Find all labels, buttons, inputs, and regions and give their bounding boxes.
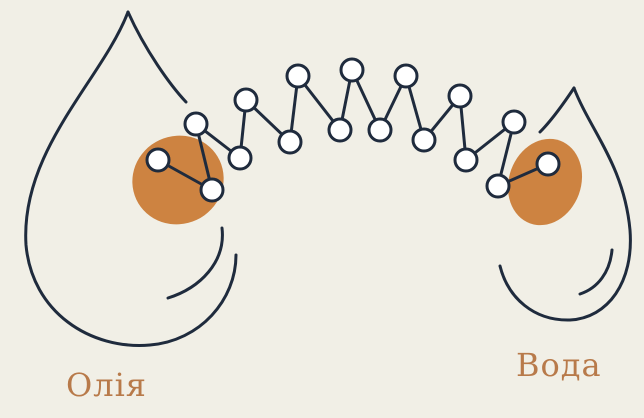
chain-node <box>201 179 223 201</box>
chain-node <box>147 149 169 171</box>
oil-label: Олія <box>66 366 147 404</box>
chain-node <box>537 153 559 175</box>
molecule-chain <box>147 59 559 201</box>
left-binding-blob <box>118 121 239 240</box>
chain-node <box>329 119 351 141</box>
chain-node <box>369 119 391 141</box>
chain-node <box>395 65 417 87</box>
chain-node <box>413 129 435 151</box>
chain-node <box>235 89 257 111</box>
chain-node <box>487 175 509 197</box>
chain-node <box>449 85 471 107</box>
chain-node <box>185 113 207 135</box>
chain-node <box>229 147 251 169</box>
chain-node <box>279 131 301 153</box>
chain-node <box>503 111 525 133</box>
chain-node <box>287 65 309 87</box>
chain-node <box>455 149 477 171</box>
water-label: Вода <box>516 346 602 384</box>
chain-node <box>341 59 363 81</box>
